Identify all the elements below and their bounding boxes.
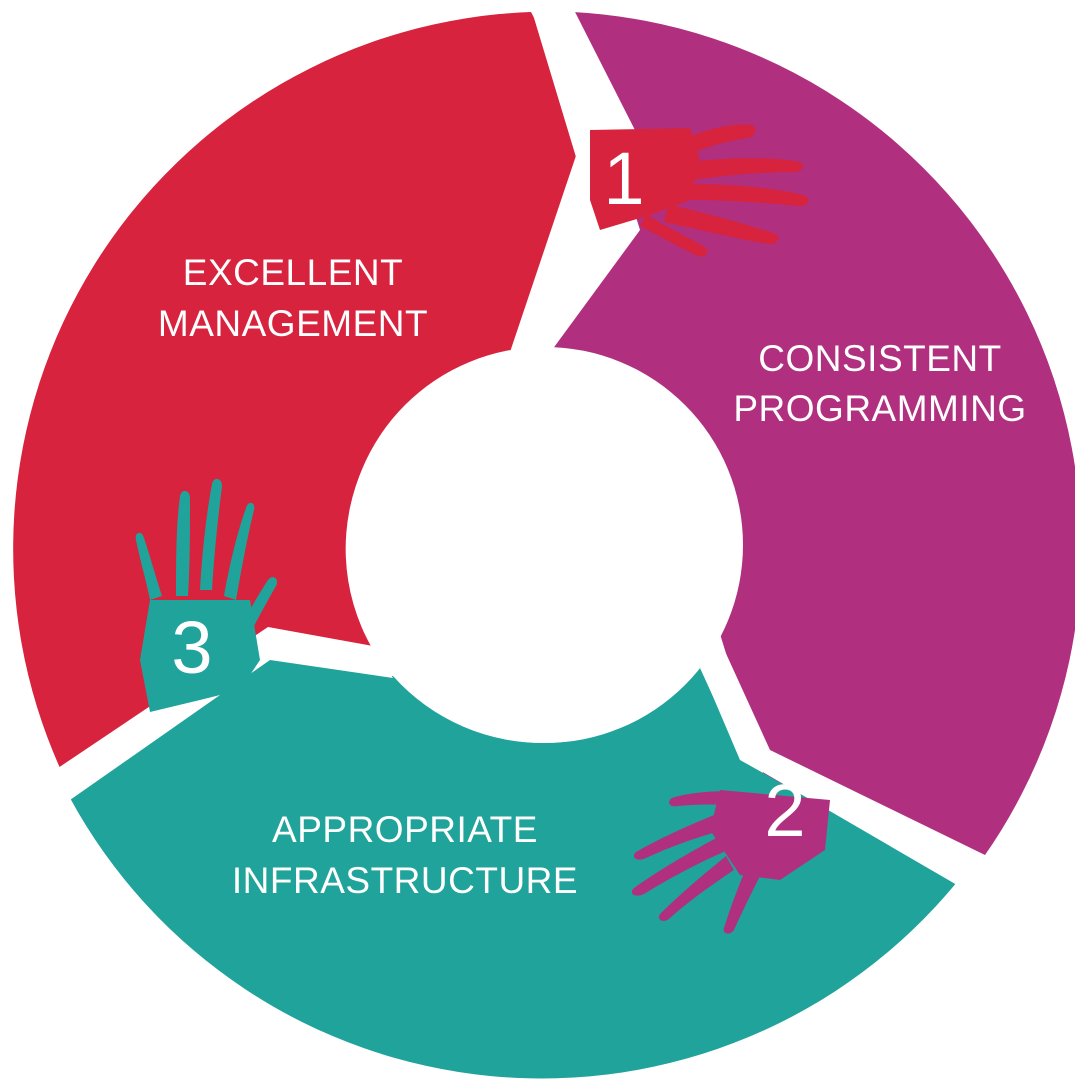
label-appropriate-line1: APPROPRIATE — [272, 809, 538, 850]
separator-top — [510, 8, 640, 352]
step-number-2: 2 — [764, 769, 805, 852]
red-hand-icon — [590, 124, 809, 257]
center-hole — [347, 347, 743, 743]
step-number-3: 3 — [171, 606, 212, 689]
label-excellent-line1: EXCELLENT — [183, 252, 403, 293]
separator-right — [700, 636, 985, 885]
teal-hand-icon — [135, 478, 278, 712]
label-consistent-line1: CONSISTENT — [758, 338, 1001, 379]
purple-hand-icon — [631, 790, 830, 934]
segment-appropriate-infrastructure — [70, 656, 957, 1079]
label-excellent-line2: MANAGEMENT — [158, 303, 428, 344]
segment-excellent-management — [13, 12, 589, 768]
step-number-1: 1 — [603, 137, 644, 220]
label-appropriate-line2: INFRASTRUCTURE — [232, 860, 578, 901]
label-consistent-line2: PROGRAMMING — [733, 388, 1026, 429]
